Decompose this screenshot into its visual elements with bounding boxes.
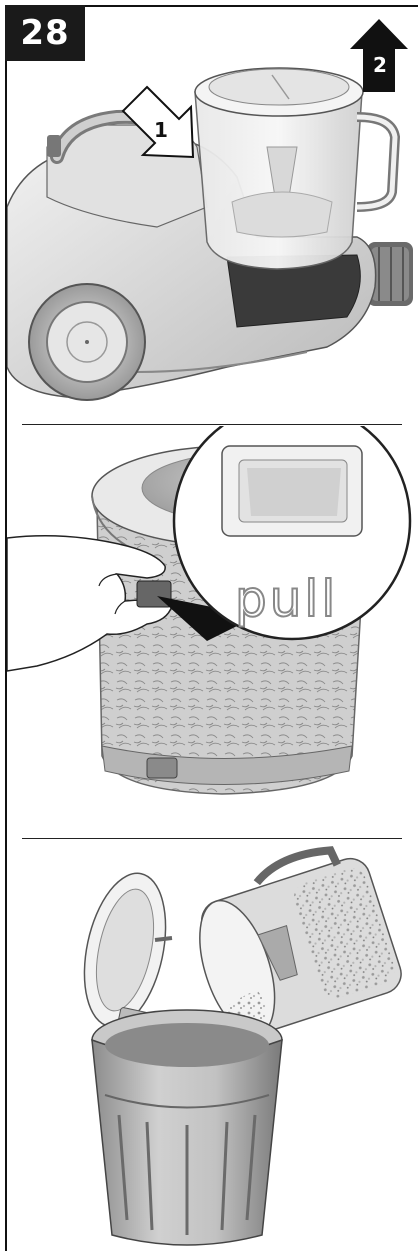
dust-container-latch-illustration: pull — [7, 426, 418, 826]
vacuum-cleaner-illustration: 1 2 — [7, 7, 418, 420]
step-1-label: 1 — [154, 118, 168, 142]
dust-container — [195, 68, 395, 269]
section-divider — [22, 424, 402, 425]
bottom-latch — [147, 758, 177, 778]
trash-bin-icon — [92, 1010, 282, 1245]
pull-label: pull — [235, 570, 338, 628]
arrow-up-solid-icon: 2 — [350, 19, 408, 92]
wheel — [29, 284, 145, 400]
filter-lid-icon — [72, 866, 179, 1034]
panel-empty-bin — [7, 840, 418, 1251]
section-divider — [22, 838, 402, 839]
step-2-label: 2 — [373, 53, 387, 77]
panel-remove-container: 1 2 — [7, 7, 418, 420]
empty-container-illustration — [7, 840, 418, 1251]
panel-pull-latch: pull — [7, 426, 418, 826]
zoom-callout: pull — [157, 426, 410, 641]
step-number-badge: 28 — [5, 5, 85, 61]
